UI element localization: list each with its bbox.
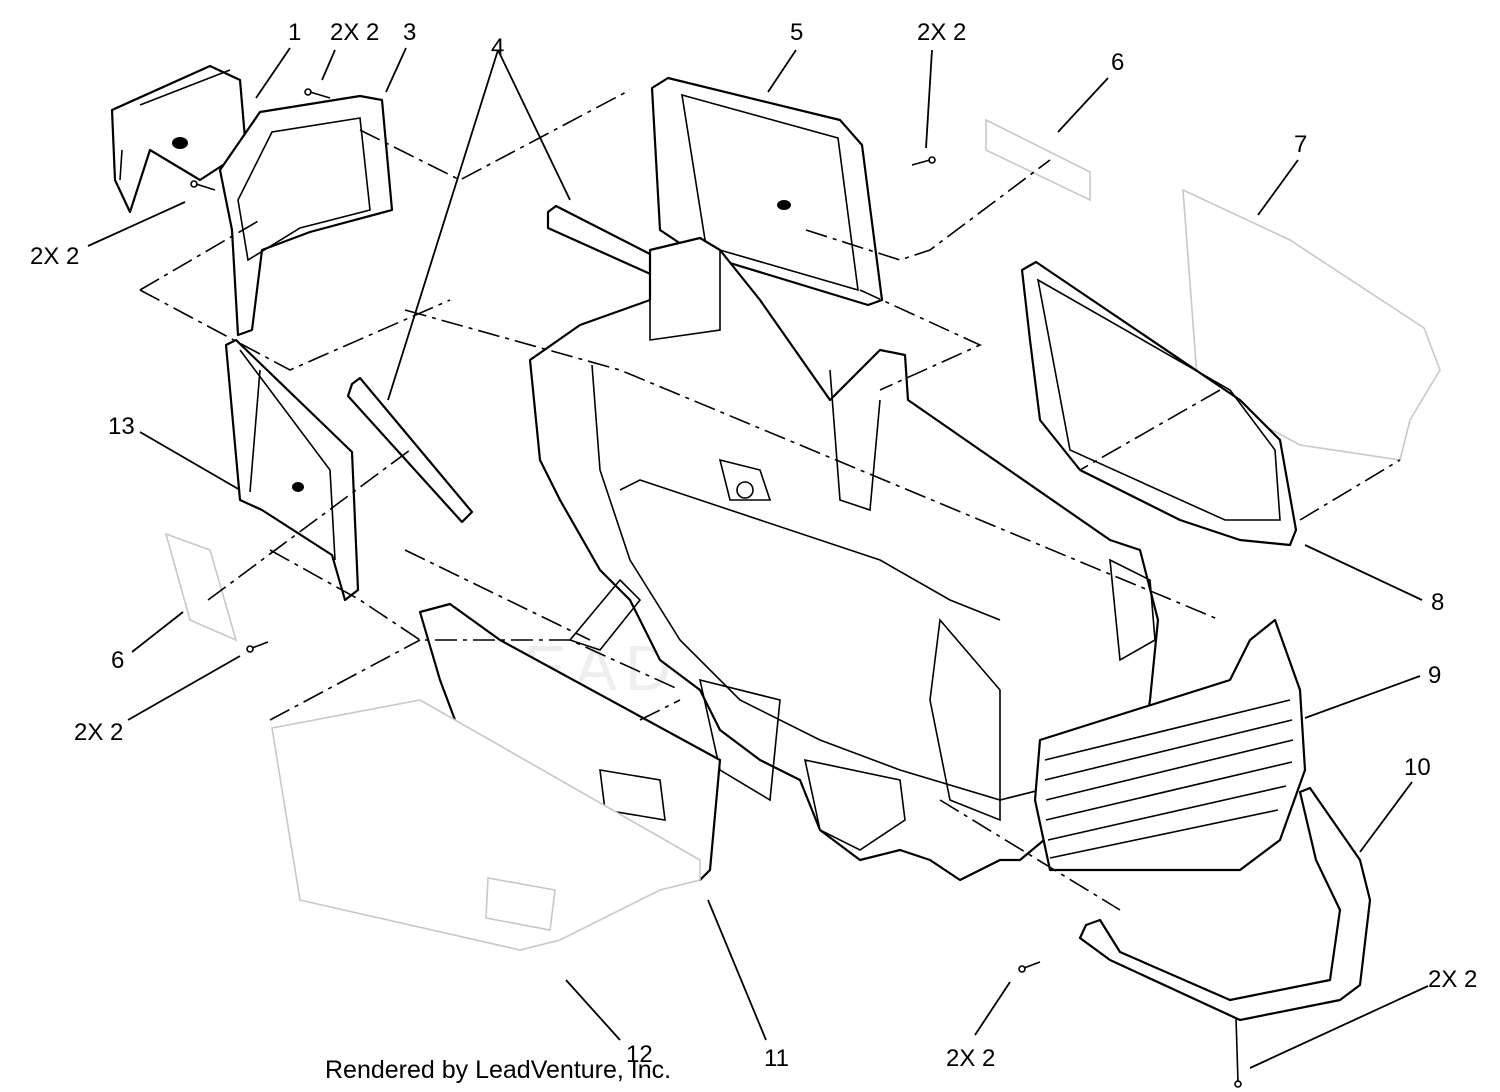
- callout-4: 4: [491, 34, 504, 61]
- callout-12: 12: [626, 1041, 653, 1068]
- callout-5: 5: [790, 19, 803, 46]
- part-8-right-door-frame: [1020, 260, 1298, 547]
- callout-6-top: 6: [1111, 49, 1124, 76]
- part-13-lower-left-door: [224, 338, 360, 602]
- callout-1: 1: [288, 19, 301, 46]
- callout-8: 8: [1431, 589, 1444, 616]
- footer-credit: Rendered by LeadVenture, Inc.: [325, 1056, 671, 1084]
- callout-11: 11: [764, 1045, 789, 1072]
- callout-labels: 1 2X 2 3 4 5 2X 2 6 7 2X 2 13 6 2X 2 8 9…: [30, 19, 1477, 1072]
- callout-2x2-bottom-center: 2X 2: [946, 1045, 995, 1072]
- callout-6-bottom: 6: [111, 647, 124, 674]
- callout-leader-lines: [87, 47, 1429, 1069]
- screw-fasteners: [190, 88, 1242, 1088]
- callout-2x2-top-left: 2X 2: [330, 19, 379, 46]
- alignment-phantom-lines: [139, 89, 1401, 911]
- part-10-front-bumper: [1078, 786, 1372, 1022]
- part-6-decals: [164, 118, 1091, 642]
- part-12-decal: [271, 699, 701, 951]
- callout-13: 13: [108, 413, 135, 440]
- callout-2x2-bottom-right: 2X 2: [1428, 966, 1477, 993]
- part-9-grille: [1033, 618, 1307, 872]
- callout-3: 3: [403, 19, 416, 46]
- callout-2x2-left: 2X 2: [30, 243, 79, 270]
- callout-10: 10: [1404, 754, 1431, 781]
- callout-2x2-top-right: 2X 2: [917, 19, 966, 46]
- callout-2x2-bottom-left: 2X 2: [74, 719, 123, 746]
- part-1-left-upper-panel: [110, 64, 248, 214]
- callout-7: 7: [1294, 131, 1307, 158]
- part-3-side-frame-panel: [218, 94, 394, 337]
- callout-9: 9: [1428, 662, 1441, 689]
